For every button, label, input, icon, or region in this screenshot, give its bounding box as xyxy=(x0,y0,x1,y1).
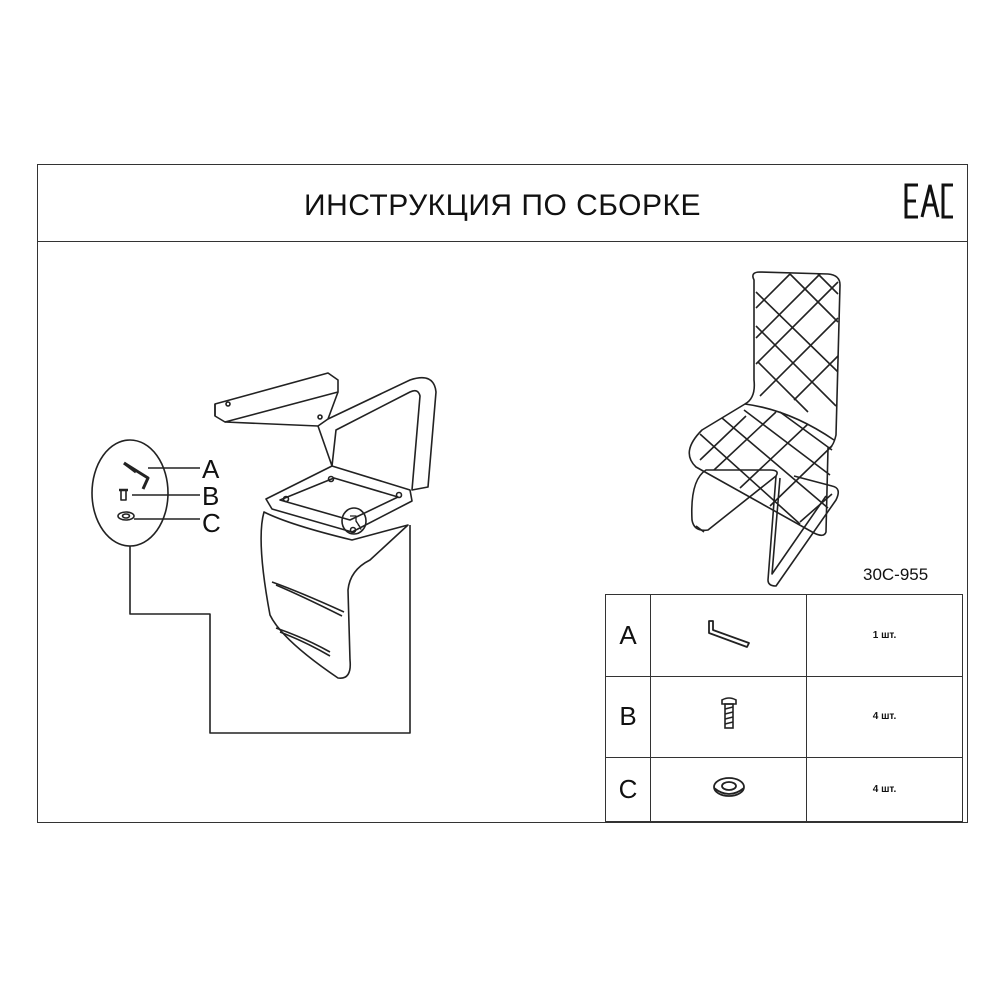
table-row: A 1 шт. xyxy=(605,594,963,677)
sheet-header: ИНСТРУКЦИЯ ПО СБОРКЕ xyxy=(38,165,967,242)
table-row: C 4 шт. xyxy=(605,757,963,822)
bolt-icon xyxy=(720,697,737,730)
callout-a-label: A xyxy=(202,454,220,484)
part-quantity: 4 шт. xyxy=(806,675,963,759)
callout-b-label: B xyxy=(202,481,220,511)
part-letter: C xyxy=(605,757,651,822)
eac-mark-icon xyxy=(904,183,953,219)
parts-table: A 1 шт. B 4 шт. C xyxy=(605,594,963,822)
assembled-chair xyxy=(688,271,841,587)
part-letter: B xyxy=(605,675,651,759)
washer-icon xyxy=(712,777,745,797)
part-quantity: 1 шт. xyxy=(806,594,963,677)
hex-key-icon xyxy=(707,619,750,648)
detail-callout-circle xyxy=(91,439,169,547)
chair-frame-exploded xyxy=(214,372,437,679)
callout-c-label: C xyxy=(202,508,221,538)
part-letter: A xyxy=(605,594,651,677)
model-number: 30C-955 xyxy=(863,565,929,584)
table-row: B 4 шт. xyxy=(605,675,963,759)
connector-line xyxy=(129,525,411,734)
part-quantity: 4 шт. xyxy=(806,757,963,822)
page-title: ИНСТРУКЦИЯ ПО СБОРКЕ xyxy=(304,189,701,222)
instruction-sheet: ИНСТРУКЦИЯ ПО СБОРКЕ xyxy=(37,164,968,823)
